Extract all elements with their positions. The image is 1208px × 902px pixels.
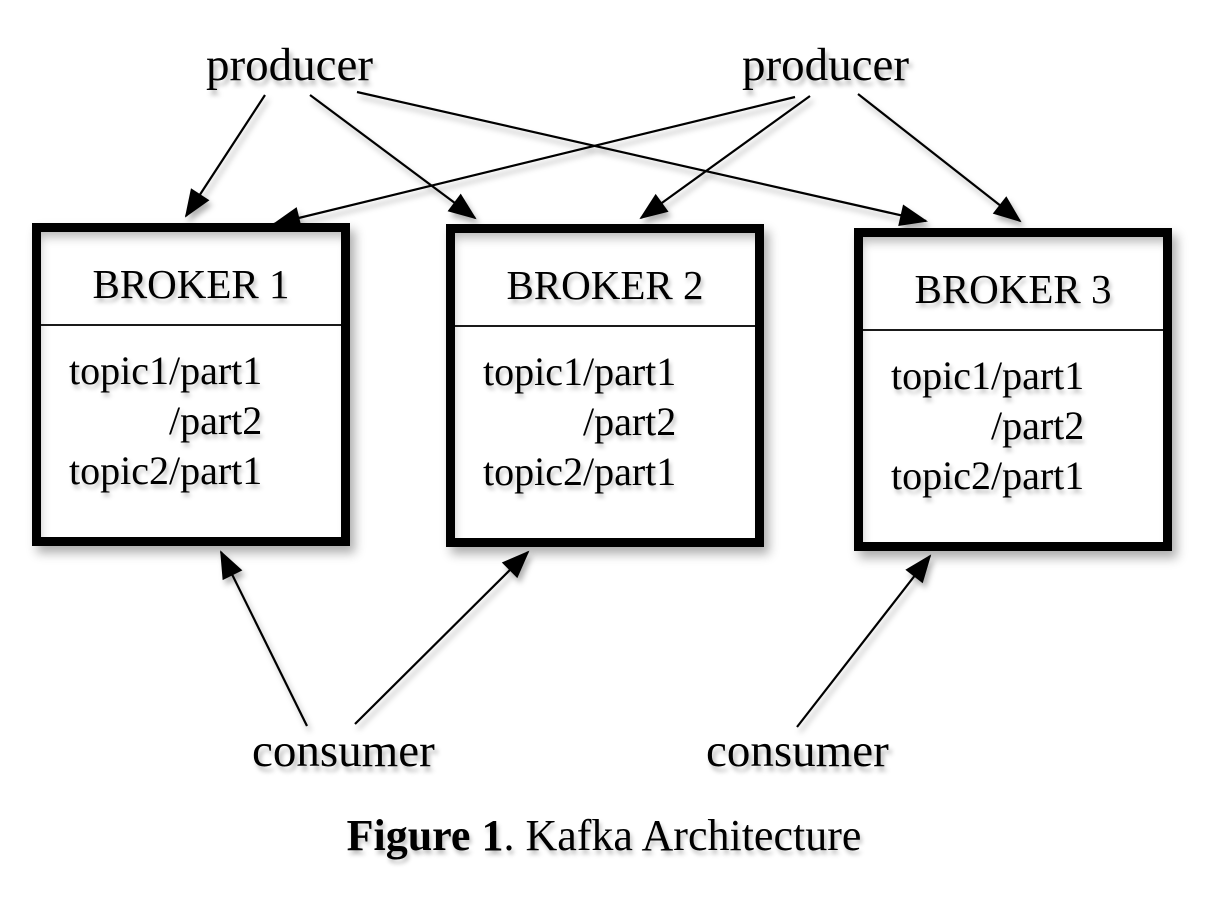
figure-caption-text: . Kafka Architecture <box>503 811 862 860</box>
broker1-topic1: topic1/part1 <box>69 348 263 393</box>
broker1-topic2: /part2 <box>168 398 263 443</box>
arrow-producer2-to-broker3 <box>857 93 1022 223</box>
broker3-topic1: topic1/part1 <box>891 353 1085 398</box>
broker3-box: BROKER 3 topic1/part1 /part2 topic2/part… <box>854 228 1172 551</box>
arrow-producer1-to-broker3 <box>356 90 928 226</box>
broker1-box: BROKER 1 topic1/part1 /part2 topic2/part… <box>32 223 350 546</box>
broker3-topic3: topic2/part1 <box>891 453 1085 498</box>
broker3-title: BROKER 3 <box>863 237 1163 331</box>
broker2-topic3: topic2/part1 <box>483 449 677 494</box>
arrow-producer2-to-broker2 <box>639 95 811 220</box>
broker2-topic1: topic1/part1 <box>483 349 677 394</box>
arrow-consumer2-to-broker3 <box>796 554 932 728</box>
figure-caption: Figure 1. Kafka Architecture <box>0 814 1208 858</box>
arrow-consumer1-to-broker1 <box>220 550 308 727</box>
consumer1-label: consumer <box>252 725 435 777</box>
broker2-topic2: /part2 <box>582 399 677 444</box>
broker2-topics: topic1/part1 /part2 topic2/part1 <box>483 347 676 497</box>
broker3-topics: topic1/part1 /part2 topic2/part1 <box>891 351 1084 501</box>
arrow-consumer1-to-broker2 <box>354 550 530 725</box>
arrow-producer1-to-broker2 <box>309 94 477 220</box>
broker2-box: BROKER 2 topic1/part1 /part2 topic2/part… <box>446 224 764 547</box>
broker1-title: BROKER 1 <box>41 232 341 326</box>
arrow-producer1-to-broker1 <box>184 94 266 218</box>
broker3-topic2: /part2 <box>990 403 1085 448</box>
broker1-topics: topic1/part1 /part2 topic2/part1 <box>69 346 262 496</box>
figure-caption-number: Figure 1 <box>346 811 504 860</box>
broker2-title: BROKER 2 <box>455 233 755 327</box>
producer2-label: producer <box>742 39 910 91</box>
arrow-producer2-to-broker1 <box>272 95 796 229</box>
broker1-topic3: topic2/part1 <box>69 448 263 493</box>
producer1-label: producer <box>206 39 374 91</box>
consumer2-label: consumer <box>706 725 889 777</box>
